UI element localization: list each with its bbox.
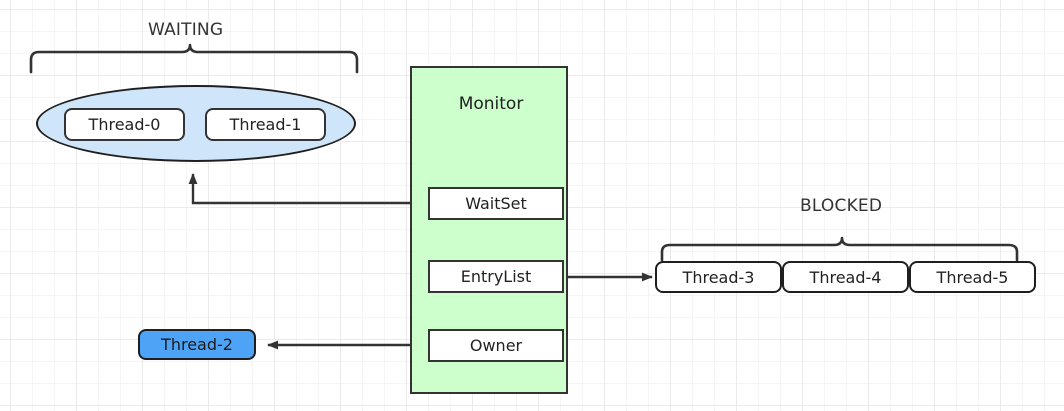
waiting-group-label: WAITING (148, 20, 224, 40)
monitor-field-entrylist[interactable]: EntryList (428, 260, 564, 293)
blocked-group-label: BLOCKED (800, 196, 883, 216)
connector-waitset-to-waiting (188, 173, 428, 205)
blocked-brace-icon (660, 236, 1019, 262)
thread-box-thread-5[interactable]: Thread-5 (909, 261, 1036, 293)
waiting-brace-icon (29, 43, 359, 74)
monitor-title: Monitor (458, 94, 524, 114)
thread-box-thread-4[interactable]: Thread-4 (782, 261, 909, 293)
thread-box-thread-0[interactable]: Thread-0 (64, 108, 185, 141)
monitor-field-waitset[interactable]: WaitSet (428, 187, 564, 220)
monitor-field-owner[interactable]: Owner (428, 329, 564, 362)
thread-box-thread-2[interactable]: Thread-2 (138, 329, 256, 360)
thread-box-thread-1[interactable]: Thread-1 (205, 108, 326, 141)
thread-box-thread-3[interactable]: Thread-3 (655, 261, 782, 293)
